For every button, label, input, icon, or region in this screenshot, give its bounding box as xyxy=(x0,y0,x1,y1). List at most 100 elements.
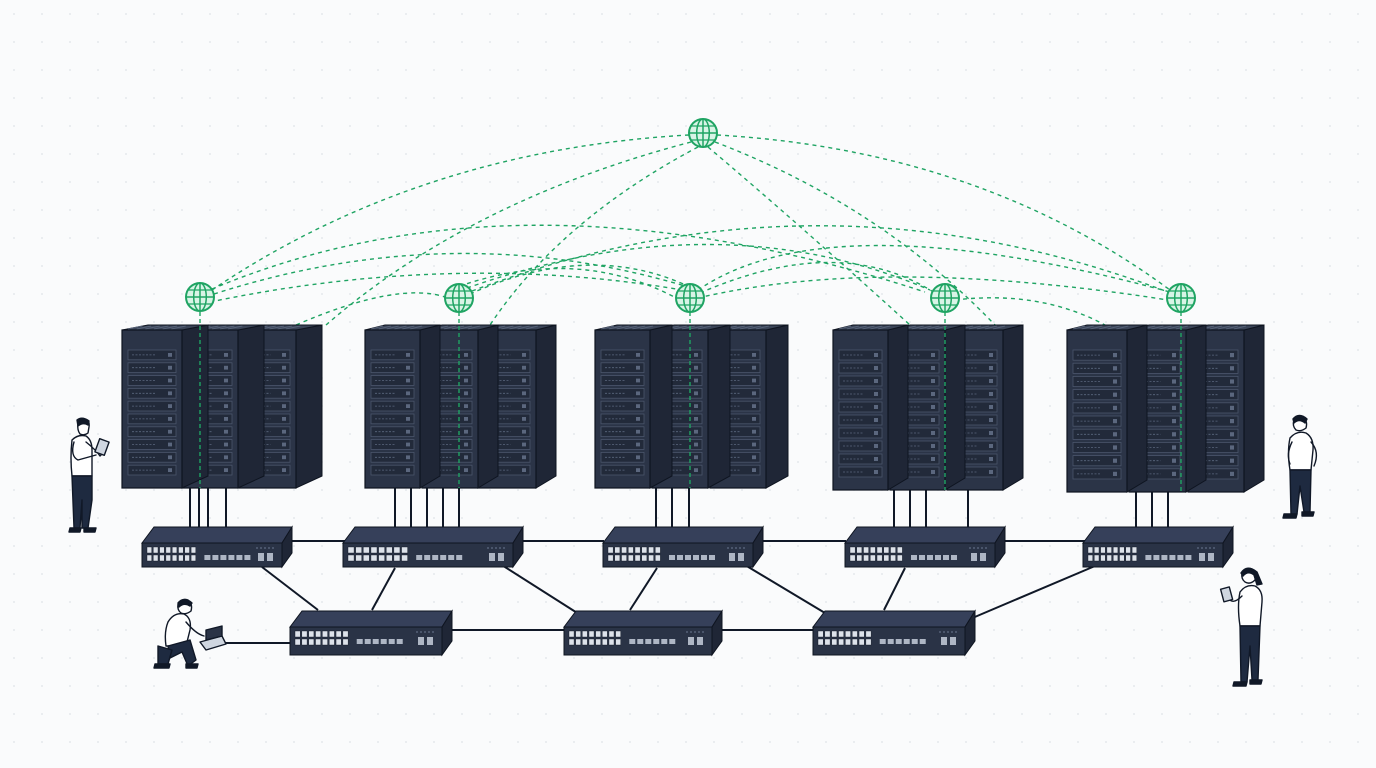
rack-unit-handle xyxy=(636,429,640,434)
switch-port xyxy=(614,554,621,562)
switch-port xyxy=(911,555,917,560)
switch-port xyxy=(941,637,947,645)
rack-unit-handle xyxy=(636,391,640,396)
switch-port xyxy=(301,630,308,638)
rack-unit-handle xyxy=(406,468,410,472)
switch-port xyxy=(883,554,890,562)
switch-port xyxy=(165,546,171,554)
switch-port xyxy=(347,554,355,562)
switch-port xyxy=(204,555,211,560)
rack-unit-handle xyxy=(931,431,935,435)
switch-port xyxy=(661,639,668,644)
rack-unit-handle xyxy=(694,455,698,460)
rack-unit-handle xyxy=(1230,366,1234,371)
switch-port xyxy=(1131,546,1137,554)
rack-unit-handle xyxy=(752,442,756,447)
switch-port xyxy=(401,546,408,554)
rack-unit-handle xyxy=(694,417,698,421)
rack-unit-handle xyxy=(282,404,286,408)
switch-top xyxy=(602,526,764,544)
switch-port xyxy=(856,546,863,554)
internet-link-4 xyxy=(714,141,996,326)
rack-unit-handle xyxy=(989,392,993,396)
switch-port xyxy=(653,639,660,644)
rack-unit xyxy=(1072,349,1122,361)
rack-unit-handle xyxy=(752,429,756,434)
globe-drop-lines xyxy=(199,312,1182,492)
internet-link-1 xyxy=(211,134,690,291)
rack-unit xyxy=(127,451,177,463)
rack-unit-handle xyxy=(636,378,640,383)
switch-port xyxy=(393,546,401,554)
rack-unit-handle xyxy=(168,455,172,460)
switch-port xyxy=(386,554,393,562)
rack-unit-handle xyxy=(1230,392,1234,397)
cluster-3 xyxy=(594,324,789,489)
rack-unit-handle xyxy=(168,365,172,370)
rack-unit-handle xyxy=(168,468,172,472)
switch-port xyxy=(621,554,627,562)
people xyxy=(68,414,1318,687)
switch-port xyxy=(849,554,856,562)
switch-port xyxy=(629,639,636,644)
switch-port xyxy=(688,637,694,645)
switch-port xyxy=(858,638,865,646)
rack-vent xyxy=(911,325,924,330)
rack-vent xyxy=(219,325,235,330)
switch-port xyxy=(220,555,227,560)
hair xyxy=(177,598,193,608)
switch-port xyxy=(582,638,588,646)
rack-vent xyxy=(1175,325,1188,330)
switch-port xyxy=(602,638,608,646)
internet-link-12 xyxy=(469,264,691,295)
rack-vent xyxy=(608,325,622,330)
rack-unit-handle xyxy=(224,353,228,357)
switch-port xyxy=(178,554,184,562)
rack-vent xyxy=(984,325,998,330)
switch-b2 xyxy=(563,609,723,657)
switch-port xyxy=(614,546,621,554)
rack-unit-handle xyxy=(1230,445,1234,450)
hair xyxy=(1240,567,1263,586)
tablet xyxy=(94,438,110,456)
internet-link-16 xyxy=(295,292,449,326)
server-rack-icon xyxy=(121,324,209,489)
rack-unit-handle xyxy=(406,455,410,460)
internet-link-14 xyxy=(699,261,936,294)
rack-unit-handle xyxy=(282,468,286,472)
shoe xyxy=(1282,513,1298,519)
switch-top xyxy=(1082,526,1234,544)
switch-top xyxy=(289,610,453,628)
internet-link-3 xyxy=(325,141,692,326)
switch-port xyxy=(845,638,851,646)
rack-vent xyxy=(1081,325,1094,330)
internet-link-13 xyxy=(697,244,1171,293)
switch-port xyxy=(1125,546,1131,554)
rack-vent xyxy=(378,325,391,330)
switch-port xyxy=(301,638,308,646)
switch-port xyxy=(1177,555,1184,560)
switch-port xyxy=(1112,554,1119,562)
rack-vent xyxy=(747,325,761,330)
switch-port xyxy=(817,630,824,638)
rack-unit-handle xyxy=(1172,405,1176,410)
switch-port xyxy=(1100,546,1106,554)
switch-port xyxy=(171,554,178,562)
rack-unit xyxy=(127,375,177,386)
globe-icon xyxy=(688,118,718,148)
switch-port xyxy=(1119,554,1125,562)
switch-port xyxy=(595,638,601,646)
rack-side xyxy=(1185,324,1207,493)
rack-unit-handle xyxy=(989,379,993,383)
rack-unit-handle xyxy=(1230,471,1234,476)
switch-port xyxy=(697,637,703,645)
rack-unit-handle xyxy=(1172,419,1176,424)
rack-unit-handle xyxy=(989,418,993,422)
switch-port xyxy=(165,554,171,562)
rack-vent xyxy=(227,325,243,330)
switch-port xyxy=(831,630,838,638)
rack-unit-handle xyxy=(406,404,410,408)
rack-side xyxy=(295,324,323,489)
internet-link-2 xyxy=(716,134,1171,291)
rack-unit xyxy=(1072,402,1122,414)
